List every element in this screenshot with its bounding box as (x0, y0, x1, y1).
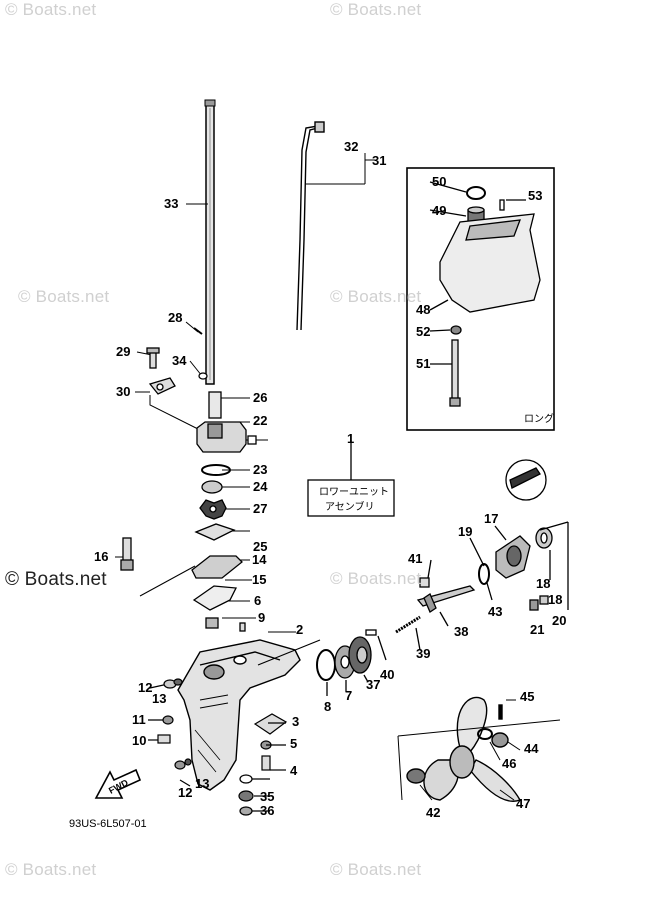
callout-number: 17 (484, 511, 498, 526)
callout-number: 47 (516, 796, 530, 811)
fwd-arrow-icon (94, 768, 142, 799)
callout-number: 35 (260, 789, 274, 804)
callout-number: 30 (116, 384, 130, 399)
callout-number: 12 (178, 785, 192, 800)
assembly-label-line2: アセンブリ (325, 500, 375, 513)
callout-number: 38 (454, 624, 468, 639)
watermark: © Boats.net (18, 287, 110, 306)
callout-number: 15 (252, 572, 266, 587)
long-shaft-inset-frame (406, 167, 555, 431)
callout-number: 31 (372, 153, 386, 168)
callout-number: 37 (366, 677, 380, 692)
callout-number: 13 (152, 691, 166, 706)
watermark: © Boats.net (330, 0, 422, 19)
watermark: © Boats.net (5, 860, 97, 879)
callout-number: 27 (253, 501, 267, 516)
callout-number: 12 (138, 680, 152, 695)
callout-number: 34 (172, 353, 187, 368)
long-shaft-parts (429, 181, 541, 407)
callout-number: 36 (260, 803, 274, 818)
callout-number: 44 (524, 741, 539, 756)
callout-number: 10 (132, 733, 146, 748)
gear-parts (316, 629, 387, 696)
callout-number: 11 (132, 712, 146, 727)
callout-numbers: 1234567891011121213131415161718181920212… (94, 139, 566, 820)
callout-number: 46 (502, 756, 516, 771)
callout-number: 50 (432, 174, 446, 189)
callout-number: 9 (258, 610, 265, 625)
callout-number: 28 (168, 310, 182, 325)
callout-number: 4 (290, 763, 298, 778)
callout-number: 20 (552, 613, 566, 628)
assembly-label-line1: ロワーユニット (319, 487, 389, 498)
callout-number: 13 (195, 776, 209, 791)
callout-number: 41 (408, 551, 422, 566)
driveshaft (204, 99, 216, 385)
lower-case (177, 639, 301, 791)
diagram-code: 93US-6L507-01 (69, 818, 147, 830)
callout-number: 1 (347, 431, 354, 446)
callout-number: 24 (253, 479, 268, 494)
callout-number: 45 (520, 689, 534, 704)
callout-number: 18 (536, 576, 550, 591)
callout-number: 29 (116, 344, 130, 359)
watermark: © Boats.net (5, 0, 97, 19)
callout-number: 42 (426, 805, 440, 820)
callout-number: 19 (458, 524, 472, 539)
callout-number: 2 (296, 622, 303, 637)
shift-rod (296, 121, 375, 331)
callout-number: 21 (530, 622, 544, 637)
callout-number: 25 (253, 539, 267, 554)
callout-number: 3 (292, 714, 299, 729)
propeller-shaft-parts (395, 459, 569, 651)
callout-number: 8 (324, 699, 331, 714)
callout-number: 48 (416, 302, 430, 317)
callout-number: 43 (488, 604, 502, 619)
callout-number: 18 (548, 592, 562, 607)
inset-label: ロング (524, 412, 554, 425)
callout-number: 14 (252, 552, 267, 567)
callout-number: 16 (94, 549, 108, 564)
callout-number: 53 (528, 188, 542, 203)
watermark: © Boats.net (330, 287, 422, 306)
watermark: © Boats.net (330, 569, 422, 588)
callout-number: 6 (254, 593, 261, 608)
callout-number: 5 (290, 736, 297, 751)
callout-number: 33 (164, 196, 178, 211)
callout-number: 49 (432, 203, 446, 218)
anode-and-plugs (238, 639, 321, 816)
watermark: © Boats.net (5, 569, 107, 590)
callout-number: 23 (253, 462, 267, 477)
propeller (397, 696, 561, 802)
callout-number: 26 (253, 390, 267, 405)
callout-number: 22 (253, 413, 267, 428)
callout-number: 32 (344, 139, 358, 154)
lower-case-bolts (148, 678, 192, 787)
callout-number: 40 (380, 667, 394, 682)
watermark: © Boats.net (330, 860, 422, 879)
callout-number: 51 (416, 356, 430, 371)
callout-number: 39 (416, 646, 430, 661)
callout-number: 7 (345, 688, 352, 703)
callout-number: 52 (416, 324, 430, 339)
water-pump-parts (120, 327, 257, 632)
